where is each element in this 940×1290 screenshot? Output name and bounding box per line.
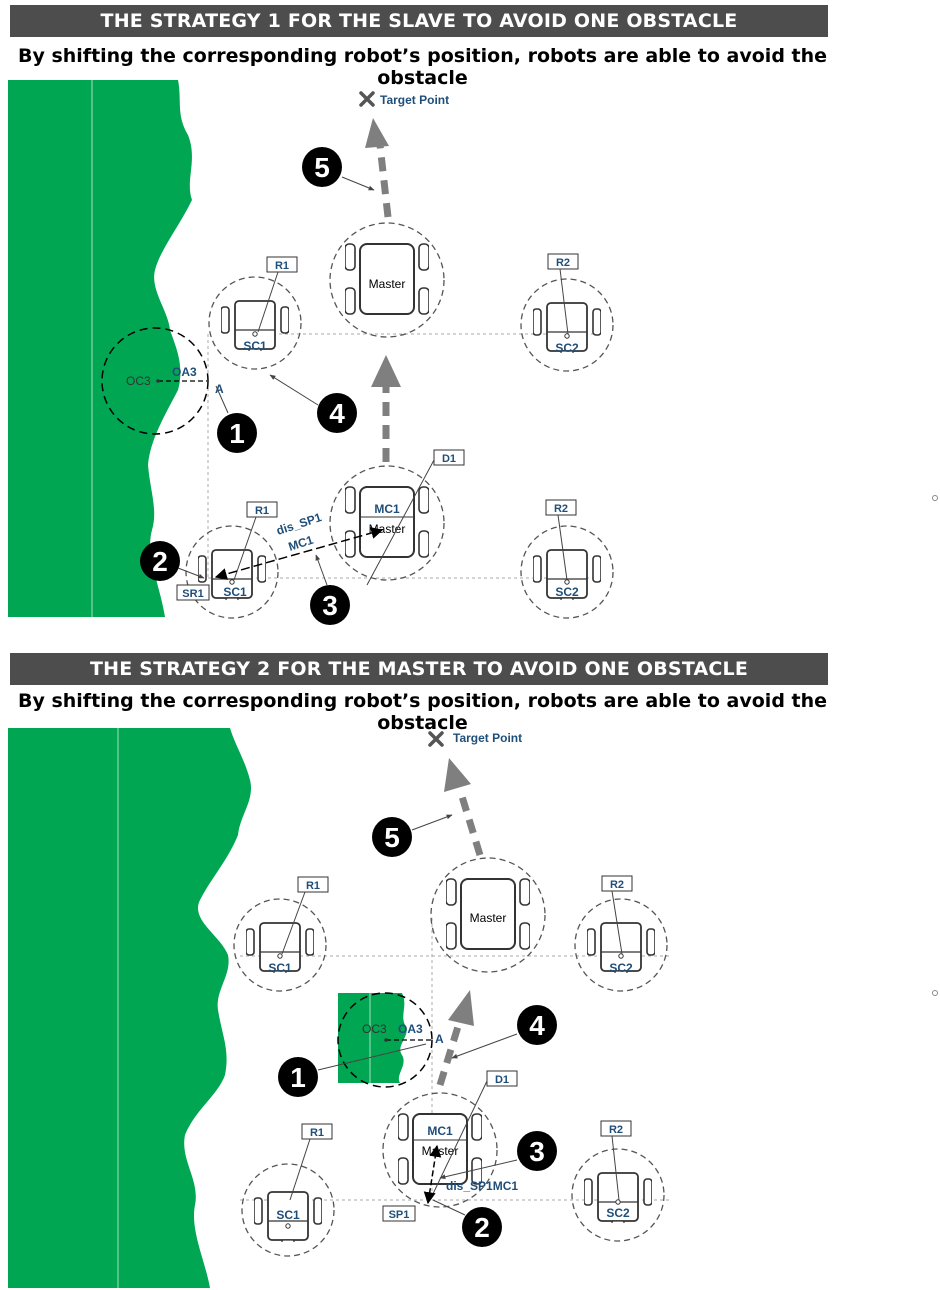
strategy2-diagram: OC3 OA3 A Target Point Master SC1 R1 SC2… — [8, 728, 670, 1288]
step-1-badge: 1 — [290, 1062, 306, 1093]
target-point-label: Target Point — [453, 731, 522, 745]
r1-label-top: R1 — [275, 260, 289, 272]
master-label-top: Master — [369, 277, 406, 291]
sc1-label-top: SC1 — [243, 339, 267, 353]
step-3-badge: 3 — [322, 590, 338, 621]
r2-label-top: R2 — [610, 879, 624, 891]
oc3-label: OC3 — [126, 374, 151, 388]
distance-arrow — [423, 1144, 442, 1205]
step-5-badge: 5 — [314, 152, 330, 183]
sc2-label-bottom: SC2 — [606, 1206, 630, 1220]
r2-label-bottom: R2 — [554, 503, 568, 515]
sc1-label-bottom: SC1 — [223, 585, 247, 599]
target-point-label: Target Point — [380, 93, 449, 107]
r1-label-bottom: R1 — [310, 1127, 324, 1139]
dis-label: dis_SP1 — [275, 510, 324, 538]
sc2-label-top: SC2 — [555, 341, 579, 355]
strategy1-diagram: OC3 OA3 A Target Point Master SC1 R1 SC2… — [8, 80, 614, 625]
sr1-label: SR1 — [182, 588, 203, 600]
r1-label-top: R1 — [306, 880, 320, 892]
target-x-icon — [428, 731, 444, 747]
mc1-label: MC1 — [374, 502, 400, 516]
r2-label-top: R2 — [556, 257, 570, 269]
obstacle-wall — [8, 80, 192, 617]
d1-label: D1 — [442, 453, 456, 465]
sc1-label-top: SC1 — [268, 961, 292, 975]
distance-arrow — [214, 527, 384, 580]
step-4-badge: 4 — [529, 1010, 545, 1041]
sp1-label: SP1 — [389, 1209, 410, 1221]
oc3-label: OC3 — [362, 1022, 387, 1036]
step-2-badge: 2 — [152, 546, 168, 577]
sc1-label-bottom: SC1 — [276, 1208, 300, 1222]
mc1-label: MC1 — [427, 1124, 453, 1138]
oa3-label: OA3 — [398, 1022, 423, 1036]
obstacle-circle — [101, 327, 209, 435]
oa3-label: OA3 — [172, 365, 197, 379]
sc2-label-bottom: SC2 — [555, 585, 579, 599]
path-arrow-middle — [436, 1018, 464, 1087]
panel1-subtitle: By shifting the corresponding robot’s po… — [17, 45, 828, 89]
point-a-label: A — [435, 1032, 444, 1046]
obstacle-wall — [8, 728, 252, 1288]
small-obstacle — [338, 993, 407, 1083]
sc2-label-top: SC2 — [609, 961, 633, 975]
step-1-badge: 1 — [229, 418, 245, 449]
panel2-subtitle: By shifting the corresponding robot’s po… — [17, 690, 828, 734]
r1-label-bottom: R1 — [255, 505, 269, 517]
step-3-badge: 3 — [529, 1136, 545, 1167]
target-x-icon — [359, 91, 375, 107]
step-2-badge: 2 — [474, 1212, 490, 1243]
path-arrow-top — [456, 788, 484, 857]
dis-label: dis_SP1MC1 — [446, 1179, 518, 1193]
step-4-badge: 4 — [329, 398, 345, 429]
panel2-title: THE STRATEGY 2 FOR THE MASTER TO AVOID O… — [10, 653, 828, 685]
panel1-title: THE STRATEGY 1 FOR THE SLAVE TO AVOID ON… — [10, 5, 828, 37]
step-5-badge: 5 — [384, 822, 400, 853]
d1-label: D1 — [495, 1074, 509, 1086]
master-label-top: Master — [470, 911, 507, 925]
master-label-bottom: Master — [422, 1144, 459, 1158]
point-a-label: A — [215, 382, 224, 396]
path-arrow-top — [376, 144, 392, 218]
obstacle-circle — [337, 992, 433, 1088]
r2-label-bottom: R2 — [609, 1124, 623, 1136]
